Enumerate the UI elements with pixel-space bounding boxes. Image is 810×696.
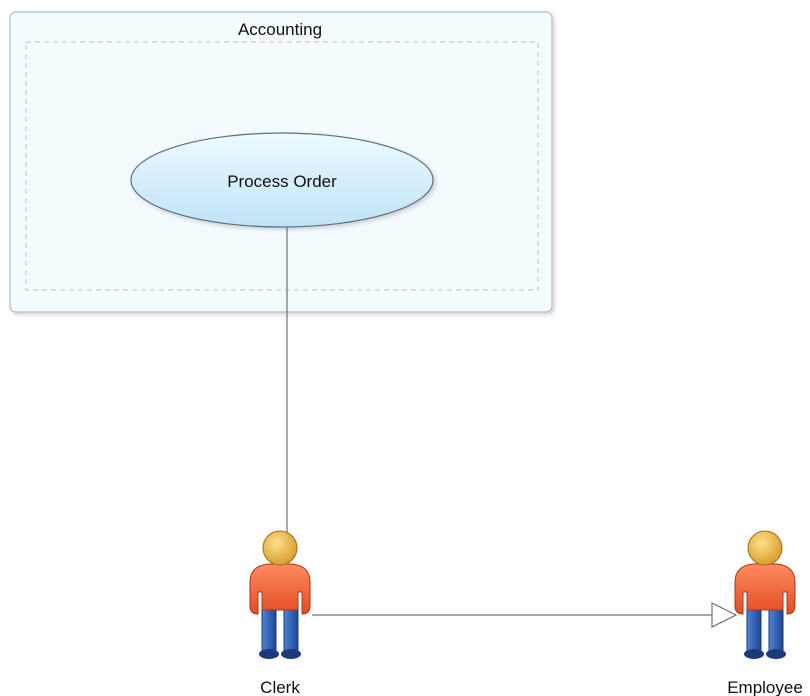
actor-person-icon	[249, 530, 311, 659]
system-boundary-title: Accounting	[238, 20, 322, 39]
actor-person-icon	[734, 530, 796, 659]
actor-clerk[interactable]: Clerk	[249, 530, 311, 696]
actor-employee[interactable]: Employee	[727, 530, 803, 696]
generalization-arrowhead-icon	[711, 602, 738, 628]
use-case-label: Process Order	[227, 172, 337, 191]
system-boundary-inner-frame	[25, 41, 539, 291]
actor-label: Clerk	[260, 678, 300, 696]
use-case-ellipse	[130, 132, 434, 228]
actor-label: Employee	[727, 678, 803, 696]
use-case-process-order[interactable]: Process Order	[130, 132, 434, 228]
